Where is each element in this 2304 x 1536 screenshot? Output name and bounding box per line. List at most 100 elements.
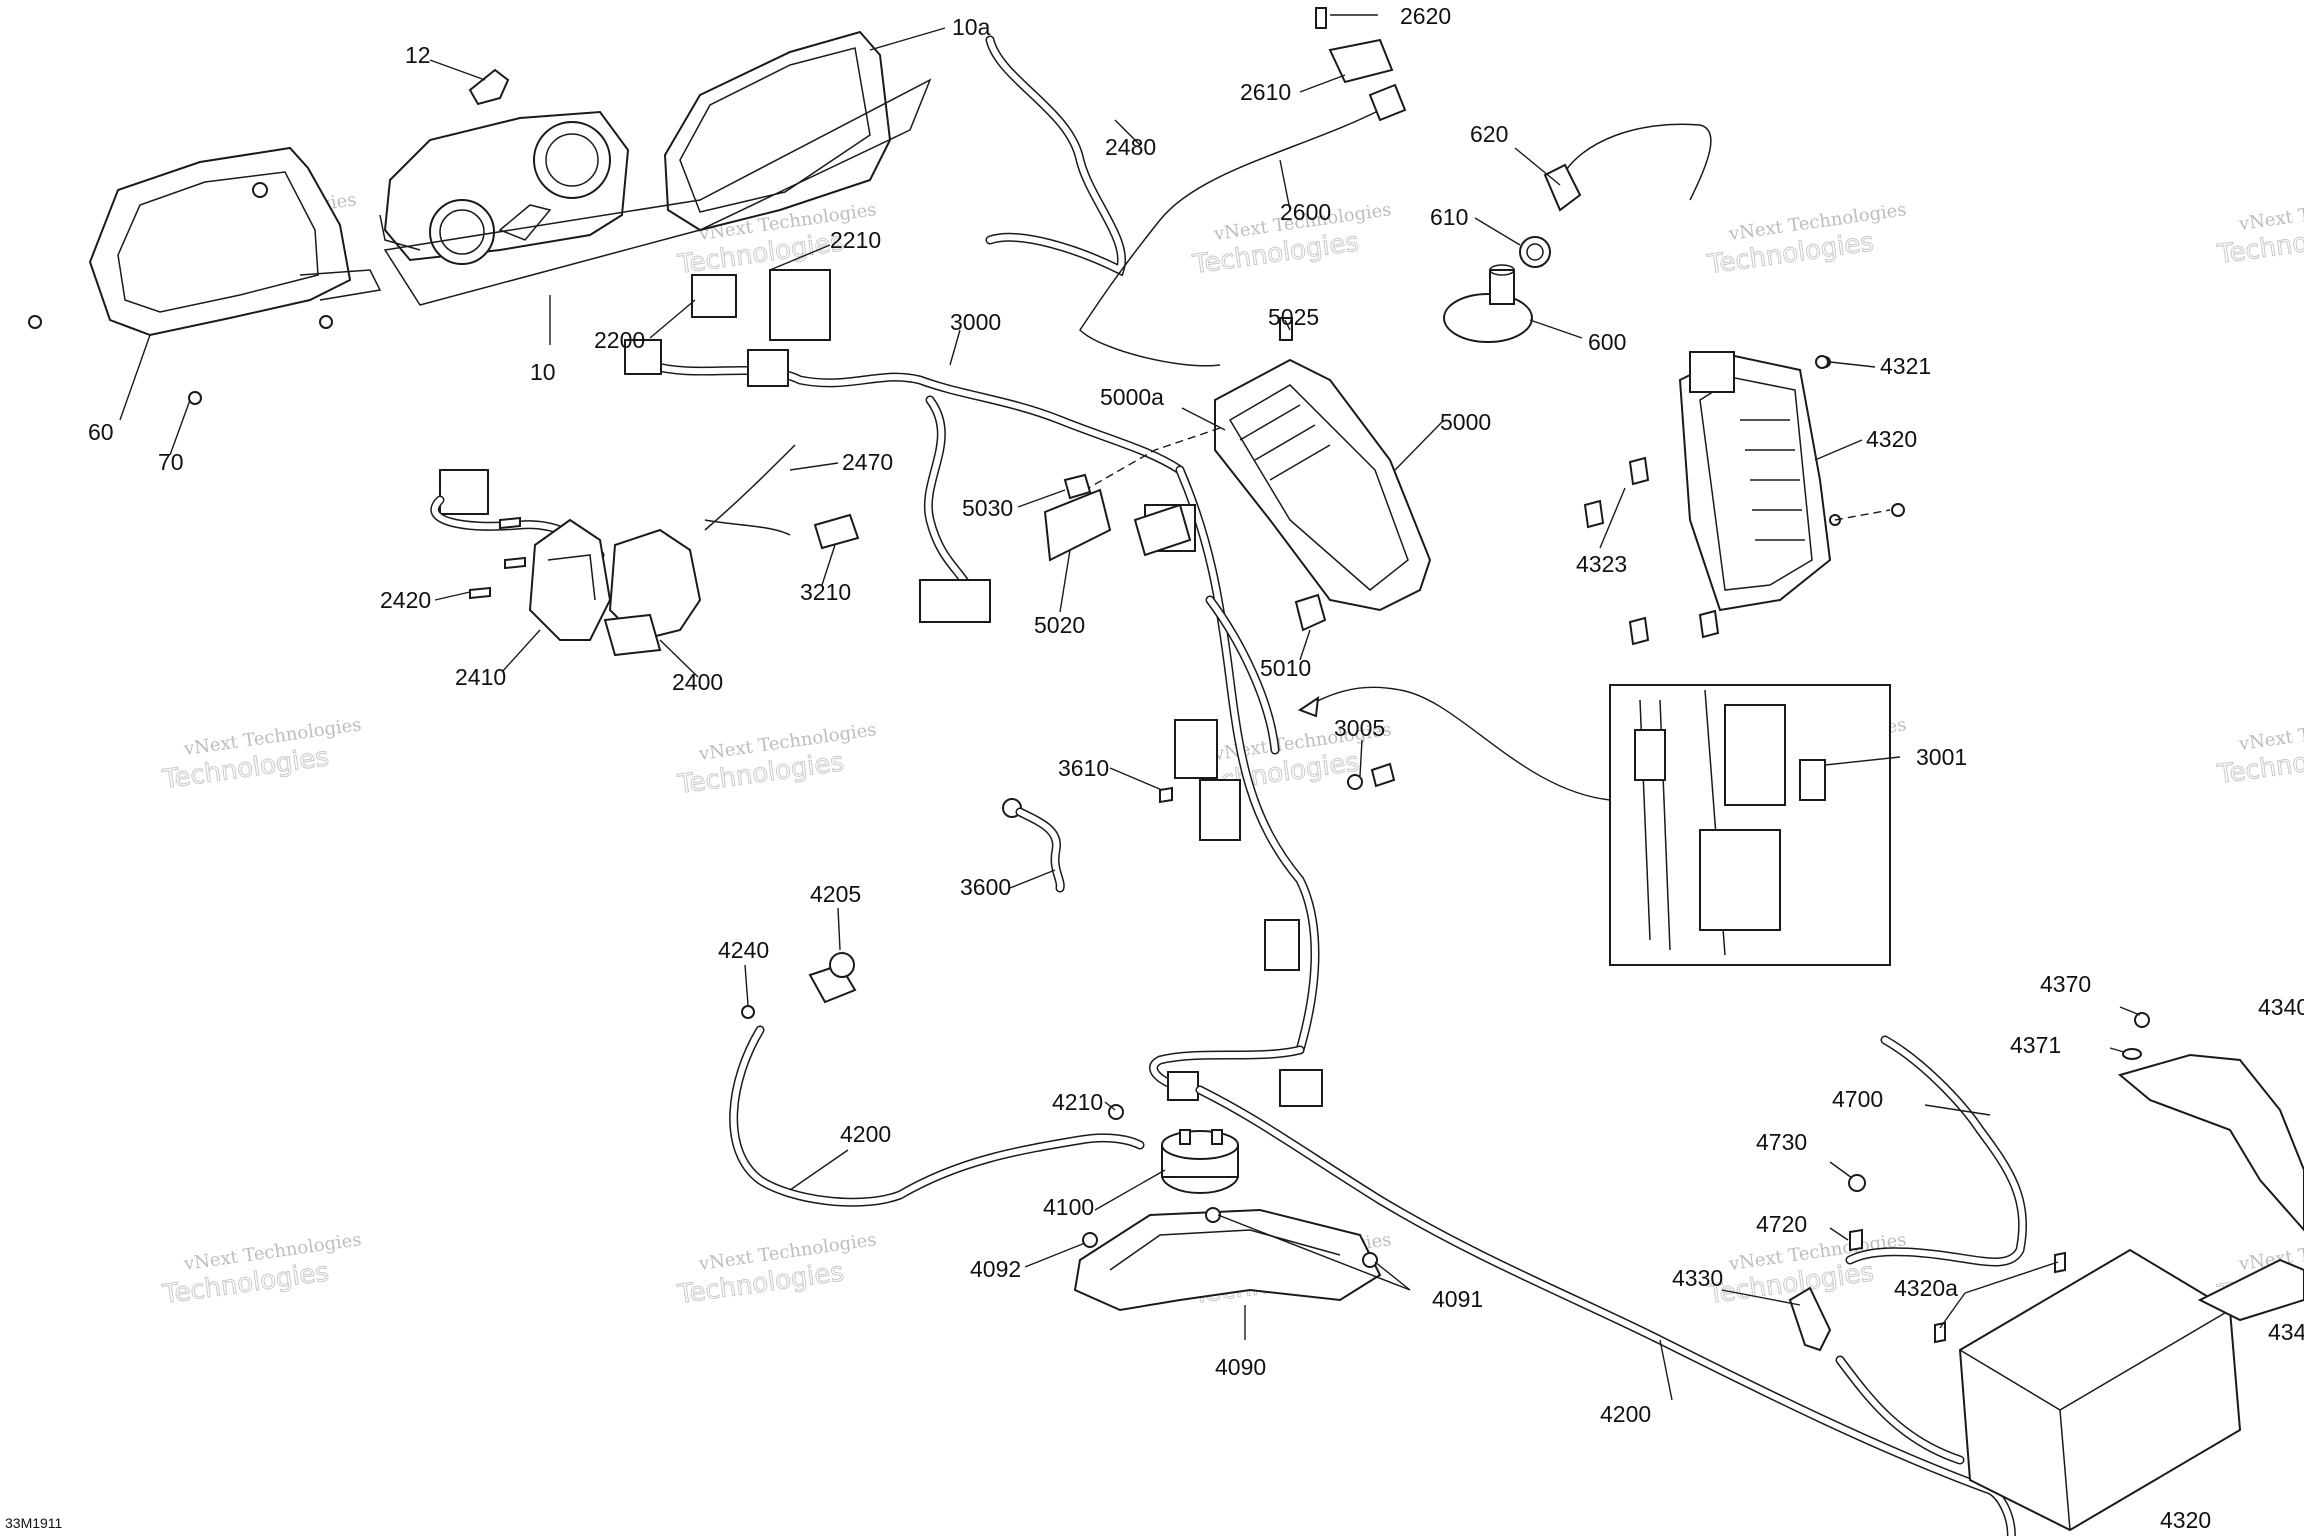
callout-4700: 4700 — [1832, 1086, 1883, 1112]
connector-part — [1167, 1071, 1199, 1101]
washer-part-4371 — [2122, 1048, 2142, 1060]
callout-labels: 12 10a 10 60 70 2620 2610 2480 2600 620 … — [88, 3, 2304, 1533]
callout-610: 610 — [1430, 204, 1468, 230]
connector-part — [919, 579, 991, 623]
callout-4091: 4091 — [1432, 1286, 1483, 1312]
callout-2200: 2200 — [594, 327, 645, 353]
switch-part-2400 — [603, 528, 702, 657]
callout-2210: 2210 — [830, 227, 881, 253]
nut-part-4240 — [741, 1005, 755, 1019]
callout-5020: 5020 — [1034, 612, 1085, 638]
screw-part-4091 — [1362, 1252, 1378, 1268]
watermark: vNext Technologies Technologies — [675, 1229, 878, 1310]
callout-2470: 2470 — [842, 449, 893, 475]
watermark: vNext Technologies Technologies — [1705, 199, 1908, 280]
connector-part — [1699, 829, 1781, 931]
ecm-part-5000 — [1214, 358, 1432, 612]
nut-part-5030 — [1063, 473, 1092, 500]
relay-part-2610 — [1328, 38, 1394, 84]
ring-part-610 — [1519, 236, 1551, 268]
leader-lines — [119, 14, 2141, 1401]
screw-part-4091 — [1205, 1207, 1221, 1223]
screw-part — [28, 315, 42, 329]
watermark: vNext Technologies Technologies — [675, 719, 878, 800]
callout-4320-fuse-box: 4320 — [1866, 426, 1917, 452]
callout-4720: 4720 — [1756, 1211, 1807, 1237]
nut-part-4730 — [1848, 1174, 1866, 1192]
bulb-part-12 — [468, 68, 510, 106]
assembly-bracket — [383, 78, 932, 306]
callout-600: 600 — [1588, 329, 1626, 355]
callout-60: 60 — [88, 419, 114, 445]
callout-4200-lower: 4200 — [1600, 1401, 1651, 1427]
gauge-cluster-part-10 — [379, 110, 630, 265]
watermark: vNext Technologies Technologies — [2215, 709, 2304, 790]
callout-4321: 4321 — [1880, 353, 1931, 379]
watermark: vNext Technologies Technologies — [160, 714, 363, 795]
callout-4090: 4090 — [1215, 1354, 1266, 1380]
callout-3000: 3000 — [950, 309, 1001, 335]
bolt-part-4720 — [1849, 1228, 1863, 1252]
callout-5025: 5025 — [1268, 304, 1319, 330]
callout-4330: 4330 — [1672, 1265, 1723, 1291]
screw-part-2420 — [469, 586, 491, 600]
fuse-box-part-4320 — [1678, 351, 1832, 612]
connector-part-2200 — [691, 274, 737, 318]
lug-part-4205 — [808, 952, 857, 1004]
screw-part-70 — [188, 391, 202, 405]
watermark: vNext Technologies Technologies — [2215, 189, 2304, 270]
callout-5000: 5000 — [1440, 409, 1491, 435]
callout-4205: 4205 — [810, 881, 861, 907]
callout-3600: 3600 — [960, 874, 1011, 900]
sensor-part-3210 — [813, 513, 860, 550]
callout-70: 70 — [158, 449, 184, 475]
callout-4320a: 4320a — [1894, 1275, 1958, 1301]
callout-3210: 3210 — [800, 579, 851, 605]
callout-3610: 3610 — [1058, 755, 1109, 781]
clip-part-5010 — [1294, 593, 1327, 632]
connector-part — [439, 469, 489, 515]
bracket-part-5020 — [1043, 488, 1112, 562]
solenoid-part-4100 — [1161, 1129, 1239, 1194]
connector-part — [1174, 719, 1218, 779]
wire-part-2470 — [704, 444, 796, 536]
connector-part-2620 — [1315, 7, 1327, 29]
callout-5010: 5010 — [1260, 655, 1311, 681]
callout-2420: 2420 — [380, 587, 431, 613]
callout-5030: 5030 — [962, 495, 1013, 521]
bezel-part-60 — [88, 146, 382, 337]
bolt-part-4370 — [2134, 1012, 2150, 1028]
battery-part-4320 — [1958, 1248, 2242, 1532]
callout-2400: 2400 — [672, 669, 723, 695]
callout-12: 12 — [405, 42, 431, 68]
watermark-line1: vNext Technologies — [2237, 709, 2304, 755]
screw-part-3610 — [1159, 786, 1173, 804]
bolt-part-4320a — [2054, 1251, 2066, 1274]
callout-4730: 4730 — [1756, 1129, 1807, 1155]
nut-part — [1891, 503, 1905, 517]
watermark: vNext Technologies Technologies — [160, 1229, 363, 1310]
bracket-part-4340 — [2117, 1053, 2304, 1322]
callout-2410: 2410 — [455, 664, 506, 690]
switch-housing-part-2410 — [528, 518, 612, 641]
callout-10: 10 — [530, 359, 556, 385]
connector-part-2210 — [769, 269, 831, 341]
callout-4320-battery: 4320 — [2160, 1507, 2211, 1533]
callout-4100: 4100 — [1043, 1194, 1094, 1220]
cable-part-2600 — [1079, 109, 1381, 367]
parts — [28, 7, 2304, 1536]
callout-4092: 4092 — [970, 1256, 1021, 1282]
switch-part-600 — [1443, 264, 1533, 343]
watermark-line1: vNext Technologies — [2237, 189, 2304, 235]
bolt-part-5025 — [1279, 317, 1293, 341]
connector-part — [1199, 779, 1241, 841]
diagram-code: 33M1911 — [5, 1515, 63, 1531]
callout-4210: 4210 — [1052, 1089, 1103, 1115]
connector-part — [1264, 919, 1300, 971]
callout-4200: 4200 — [840, 1121, 891, 1147]
callout-4371: 4371 — [2010, 1032, 2061, 1058]
connector-part — [747, 349, 789, 387]
nut-part-3005 — [1347, 774, 1363, 790]
connector-part — [1724, 704, 1786, 806]
